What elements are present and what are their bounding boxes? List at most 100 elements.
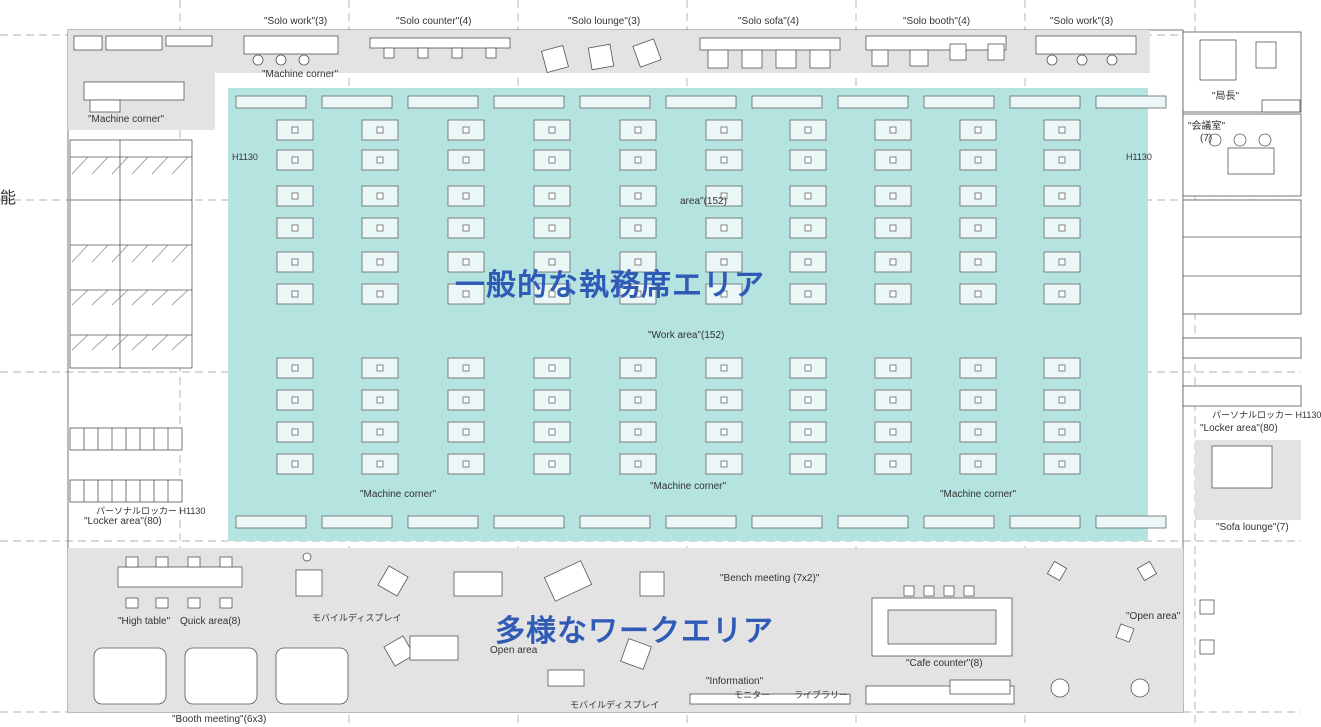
label-locker-right: "Locker area"(80) bbox=[1200, 423, 1278, 434]
storage-cabinet bbox=[1009, 515, 1081, 529]
storage-cabinet bbox=[579, 95, 651, 109]
storage-cabinet bbox=[493, 515, 565, 529]
desk-monitor bbox=[462, 364, 470, 372]
label-solo-booth: "Solo booth"(4) bbox=[903, 16, 971, 27]
desk-monitor bbox=[720, 126, 728, 134]
desk-monitor bbox=[1058, 290, 1066, 298]
desk-monitor bbox=[889, 126, 897, 134]
desk-monitor bbox=[889, 460, 897, 468]
label-machine-corner-b1: "Machine corner" bbox=[360, 489, 437, 500]
desk-monitor bbox=[634, 192, 642, 200]
label-information: "Information" bbox=[706, 676, 764, 687]
desk-monitor bbox=[548, 224, 556, 232]
desk-monitor bbox=[974, 156, 982, 164]
desk-monitor bbox=[548, 396, 556, 404]
desk-monitor bbox=[462, 224, 470, 232]
desk-monitor bbox=[889, 192, 897, 200]
desk-monitor bbox=[634, 364, 642, 372]
desk-monitor bbox=[889, 396, 897, 404]
label-library: ライブラリー bbox=[794, 690, 849, 700]
desk-monitor bbox=[634, 156, 642, 164]
desk-monitor bbox=[804, 156, 812, 164]
label-h1130: H1130 bbox=[232, 152, 258, 162]
desk-monitor bbox=[462, 290, 470, 298]
desk-monitor bbox=[720, 428, 728, 436]
desk-monitor bbox=[974, 428, 982, 436]
desk-monitor bbox=[804, 364, 812, 372]
label-bench-meeting: "Bench meeting (7x2)" bbox=[720, 573, 820, 584]
desk-monitor bbox=[720, 224, 728, 232]
bottom-furniture bbox=[93, 552, 1215, 705]
desk-monitor bbox=[376, 258, 384, 266]
label-open-area-mid: Open area bbox=[490, 645, 538, 656]
desk-monitor bbox=[804, 258, 812, 266]
desk-monitor bbox=[720, 396, 728, 404]
desk-monitor bbox=[889, 156, 897, 164]
label-solo-work-right: "Solo work"(3) bbox=[1050, 16, 1114, 27]
desk-monitor bbox=[634, 428, 642, 436]
desk-monitor bbox=[720, 156, 728, 164]
desk-monitor bbox=[462, 428, 470, 436]
label-solo-work-left: "Solo work"(3) bbox=[264, 16, 328, 27]
desk-monitor bbox=[291, 258, 299, 266]
label-machine-corner-b2: "Machine corner" bbox=[650, 481, 727, 492]
left-lockers bbox=[69, 139, 193, 503]
storage-cabinet bbox=[407, 95, 479, 109]
desk-monitor bbox=[1058, 364, 1066, 372]
desk-monitor bbox=[462, 460, 470, 468]
storage-cabinet bbox=[665, 515, 737, 529]
desk-monitor bbox=[974, 224, 982, 232]
desk-monitor bbox=[376, 364, 384, 372]
storage-cabinet bbox=[1095, 95, 1167, 109]
label-sofa-lounge: "Sofa lounge"(7) bbox=[1216, 522, 1289, 533]
desk-monitor bbox=[548, 156, 556, 164]
desk-monitor bbox=[804, 224, 812, 232]
desk-monitor bbox=[634, 258, 642, 266]
desk-monitor bbox=[291, 156, 299, 164]
storage-cabinet bbox=[235, 515, 307, 529]
desk-monitor bbox=[376, 156, 384, 164]
label-work-area-1: area"(152) bbox=[680, 196, 727, 207]
desk-monitor bbox=[376, 126, 384, 134]
edge-character: 能 bbox=[0, 188, 17, 207]
desk-monitor bbox=[720, 258, 728, 266]
label-cafe-counter: "Cafe counter"(8) bbox=[906, 658, 983, 669]
desk-monitor bbox=[291, 364, 299, 372]
label-locker-left: "Locker area"(80) bbox=[84, 516, 162, 527]
desk-monitor bbox=[889, 364, 897, 372]
label-solo-sofa: "Solo sofa"(4) bbox=[738, 16, 800, 27]
desk-monitor bbox=[889, 428, 897, 436]
storage-cabinet bbox=[321, 515, 393, 529]
label-machine-corner-b3: "Machine corner" bbox=[940, 489, 1017, 500]
storage-cabinet bbox=[407, 515, 479, 529]
desk-monitor bbox=[634, 460, 642, 468]
storage-cabinet bbox=[493, 95, 565, 109]
desk-monitor bbox=[1058, 156, 1066, 164]
storage-cabinet bbox=[751, 515, 823, 529]
desk-monitor bbox=[548, 428, 556, 436]
label-open-area-right: "Open area" bbox=[1126, 611, 1181, 622]
desk-monitor bbox=[720, 290, 728, 298]
desk-monitor bbox=[804, 290, 812, 298]
storage-cabinet bbox=[923, 95, 995, 109]
storage-cabinet bbox=[837, 515, 909, 529]
desk-monitor bbox=[462, 126, 470, 134]
label-mobile-display-2: モバイルディスプレイ bbox=[570, 700, 660, 710]
desk-monitor bbox=[548, 126, 556, 134]
label-machine-corner-top: "Machine corner" bbox=[262, 69, 339, 80]
desk-monitor bbox=[804, 396, 812, 404]
desk-monitor bbox=[804, 428, 812, 436]
desk-monitor bbox=[974, 290, 982, 298]
desk-monitor bbox=[634, 396, 642, 404]
desk-monitor bbox=[291, 460, 299, 468]
storage-cabinet bbox=[579, 515, 651, 529]
desk-monitor bbox=[974, 258, 982, 266]
label-machine-corner-left: "Machine corner" bbox=[88, 114, 165, 125]
label-booth-meeting: "Booth meeting"(6x3) bbox=[172, 714, 267, 725]
desk-monitor bbox=[1058, 224, 1066, 232]
desk-monitor bbox=[1058, 192, 1066, 200]
diverse-work-area-title: 多様なワークエリア bbox=[495, 614, 774, 649]
desk-monitor bbox=[720, 364, 728, 372]
desk-monitor bbox=[634, 126, 642, 134]
label-meeting-room: "会議室" bbox=[1188, 121, 1226, 132]
